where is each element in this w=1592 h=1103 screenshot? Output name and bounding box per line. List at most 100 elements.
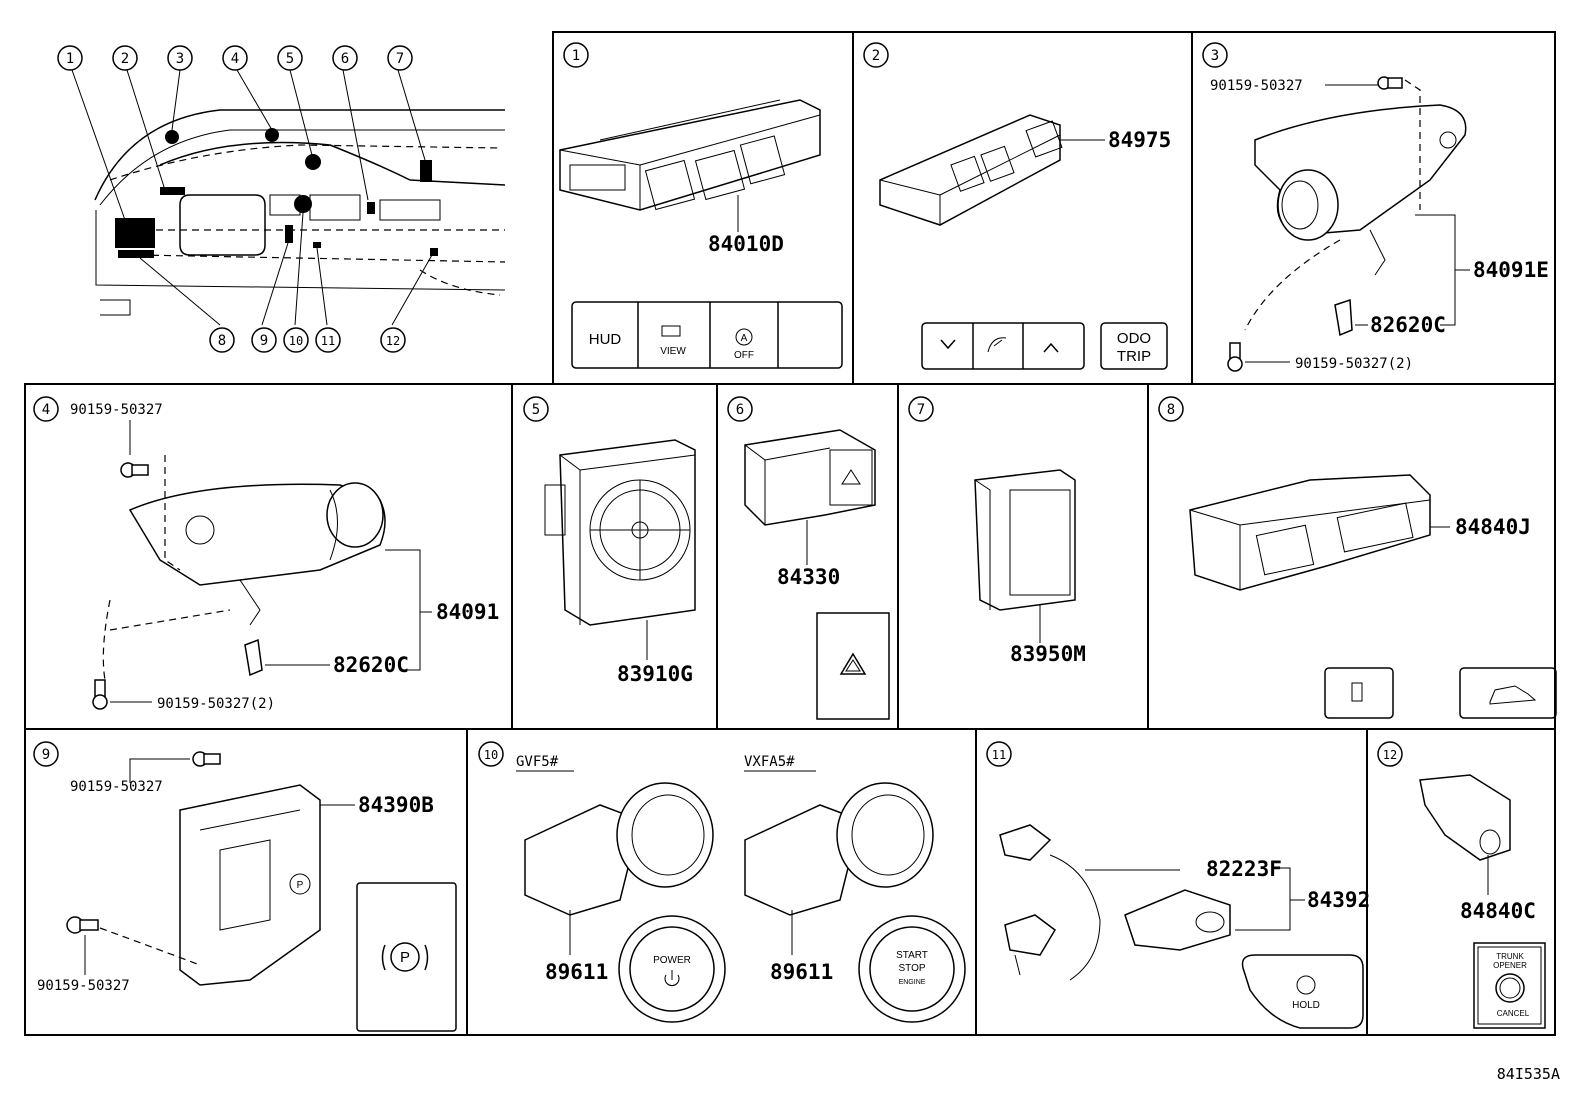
svg-text:90159-50327: 90159-50327 (37, 978, 130, 994)
clip-icon (1334, 298, 1353, 337)
panel-grid (24, 31, 1556, 1036)
overview-callout: 2 (112, 45, 138, 71)
trunk-icon (1489, 685, 1537, 705)
bolt-icon (66, 916, 99, 934)
overview-callout: 12 (380, 327, 406, 353)
svg-text:ENGINE: ENGINE (899, 979, 926, 986)
footer-code: 84I535A (1497, 1065, 1560, 1083)
svg-text:90159-50327(2): 90159-50327(2) (157, 696, 275, 712)
panel-3: 3 90159-50327 84091E 82620C 90159-50327(… (1202, 42, 1549, 372)
svg-text:HOLD: HOLD (1292, 1000, 1320, 1011)
svg-text:TRUNK: TRUNK (1496, 952, 1524, 961)
svg-text:7: 7 (396, 51, 404, 67)
part-84091E: 84091E (1473, 258, 1549, 282)
clip-icon (244, 638, 263, 677)
trunk-opener-button-icon (1495, 973, 1525, 1003)
svg-text:GVF5#: GVF5# (516, 754, 559, 770)
svg-text:TRIP: TRIP (1117, 348, 1151, 365)
part-82620C: 82620C (1370, 313, 1446, 337)
svg-text:START: START (896, 950, 928, 961)
svg-text:90159-50327: 90159-50327 (70, 402, 163, 418)
part-84840J: 84840J (1455, 515, 1531, 539)
svg-text:2: 2 (872, 48, 880, 64)
svg-text:5: 5 (532, 402, 540, 418)
svg-text:5: 5 (286, 51, 294, 67)
svg-text:P: P (297, 880, 304, 891)
part-82223F: 82223F (1206, 857, 1282, 881)
svg-text:90159-50327: 90159-50327 (1210, 78, 1303, 94)
svg-text:P: P (400, 949, 410, 966)
part-84840C: 84840C (1460, 899, 1536, 923)
chevron-down-icon (940, 339, 956, 350)
display-icon (987, 337, 1007, 353)
svg-text:1: 1 (572, 48, 580, 64)
overview-callout: 1 (57, 45, 83, 71)
overview-callout: 3 (167, 45, 193, 71)
overview-callout: 7 (387, 45, 413, 71)
svg-text:VXFA5#: VXFA5# (744, 754, 795, 770)
panel-6: 6 84330 (727, 396, 890, 720)
chevron-up-icon (1043, 342, 1059, 353)
overview-callout: 10 (283, 327, 309, 353)
switch-face-p2: ODO TRIP (921, 322, 1168, 370)
svg-text:12: 12 (386, 334, 400, 348)
svg-text:A: A (741, 333, 748, 344)
svg-text:6: 6 (736, 402, 744, 418)
dashboard-overview: 1 2 3 4 5 6 7 8 9 10 11 12 (57, 45, 506, 353)
svg-text:12: 12 (1383, 748, 1397, 762)
panel-9: 9 90159-50327 P 84390B 90159-50327 P (33, 741, 457, 1032)
svg-text:6: 6 (341, 51, 349, 67)
overview-callout: 6 (332, 45, 358, 71)
svg-text:CANCEL: CANCEL (1497, 1009, 1530, 1018)
part-89611-b: 89611 (770, 960, 833, 984)
svg-text:8: 8 (218, 333, 226, 349)
part-84330: 84330 (777, 565, 840, 589)
part-84010D: 84010D (708, 232, 784, 256)
overview-callout: 11 (315, 327, 341, 353)
panel-12: 12 84840C TRUNK OPENER CANCEL (1377, 741, 1546, 1029)
svg-text:OPENER: OPENER (1493, 961, 1527, 970)
svg-text:OFF: OFF (734, 350, 754, 361)
part-83910G: 83910G (617, 662, 693, 686)
svg-text:4: 4 (231, 51, 239, 67)
panel-10: 10 GVF5# VXFA5# 89611 POWER 89611 START … (478, 741, 966, 1023)
switch-face-p1: HUD VIEW A OFF (571, 301, 843, 369)
overview-callout: 8 (209, 327, 235, 353)
part-83950M: 83950M (1010, 642, 1086, 666)
part-84390B: 84390B (358, 793, 434, 817)
panel-8: 8 84840J (1158, 396, 1557, 719)
overview-callout: 4 (222, 45, 248, 71)
bolt-icon (92, 679, 108, 710)
part-82620C-b: 82620C (333, 653, 409, 677)
svg-text:9: 9 (260, 333, 268, 349)
svg-text:1: 1 (66, 51, 74, 67)
part-89611-a: 89611 (545, 960, 608, 984)
panel-5: 5 83910G (523, 396, 696, 686)
part-84975: 84975 (1108, 128, 1171, 152)
svg-text:4: 4 (42, 402, 50, 418)
bolt-icon (1227, 342, 1243, 372)
bolt-icon (192, 751, 221, 767)
svg-text:ODO: ODO (1117, 330, 1151, 347)
svg-text:POWER: POWER (653, 955, 691, 966)
svg-text:VIEW: VIEW (660, 346, 686, 357)
svg-text:8: 8 (1167, 402, 1175, 418)
svg-text:7: 7 (917, 402, 925, 418)
power-icon (664, 970, 680, 987)
svg-text:2: 2 (121, 51, 129, 67)
hazard-icon (839, 652, 867, 675)
svg-text:3: 3 (1211, 48, 1219, 64)
part-84091: 84091 (436, 600, 499, 624)
svg-text:11: 11 (992, 748, 1006, 762)
overview-callout: 9 (251, 327, 277, 353)
fuel-door-icon (1351, 682, 1363, 702)
panel-11: 11 82223F 84392 HOLD (986, 741, 1370, 1029)
svg-text:3: 3 (176, 51, 184, 67)
svg-text:90159-50327(2): 90159-50327(2) (1295, 356, 1413, 372)
overview-callout: 5 (277, 45, 303, 71)
bolt-icon (1377, 76, 1403, 90)
svg-text:10: 10 (289, 334, 303, 348)
svg-text:10: 10 (484, 748, 498, 762)
bolt-icon (120, 462, 149, 478)
